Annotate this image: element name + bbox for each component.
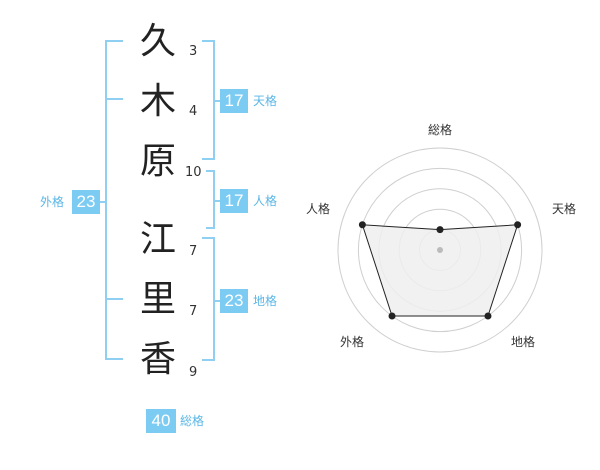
radar-label-jin: 人格 (306, 202, 331, 216)
radar-point-3 (388, 312, 396, 320)
gai-value-badge: 23 (72, 190, 100, 214)
chi-label: 地格 (253, 294, 278, 308)
stroke-count-4: 7 (189, 244, 198, 259)
stroke-count-6: 9 (189, 365, 198, 380)
radar-label-chi: 地格 (511, 335, 536, 349)
stroke-count-2: 4 (189, 104, 198, 119)
so-value-badge: 40 (146, 409, 176, 433)
name-char-1: 久 (139, 21, 176, 62)
so-label: 総格 (180, 414, 205, 428)
stroke-count-5: 7 (189, 304, 198, 319)
chi-bracket (202, 237, 220, 361)
radar-polygon (361, 224, 519, 317)
name-char-3: 原 (139, 141, 176, 182)
ten-value-badge: 17 (220, 89, 248, 113)
gai-label: 外格 (40, 195, 65, 209)
radar-label-ten: 天格 (552, 202, 577, 216)
jin-bracket (206, 170, 220, 229)
ten-bracket (202, 40, 220, 160)
radar-point-0 (436, 226, 444, 234)
radar-label-gai: 外格 (340, 335, 365, 349)
jin-label: 人格 (253, 194, 278, 208)
gai-bracket (91, 40, 123, 360)
radar-ring (357, 167, 523, 333)
stroke-count-3: 10 (185, 165, 202, 180)
name-char-6: 香 (139, 339, 176, 380)
chi-value-badge: 23 (220, 289, 248, 313)
name-char-5: 里 (139, 279, 176, 320)
jin-value-badge: 17 (220, 189, 248, 213)
radar-point-4 (358, 221, 366, 229)
stroke-count-1: 3 (189, 44, 198, 59)
radar-center-dot (437, 247, 443, 253)
ten-label: 天格 (253, 94, 278, 108)
radar-label-so: 総格 (428, 123, 453, 137)
radar-point-1 (514, 221, 522, 229)
radar-point-2 (484, 312, 492, 320)
name-char-2: 木 (139, 81, 176, 122)
name-char-4: 江 (139, 219, 176, 260)
